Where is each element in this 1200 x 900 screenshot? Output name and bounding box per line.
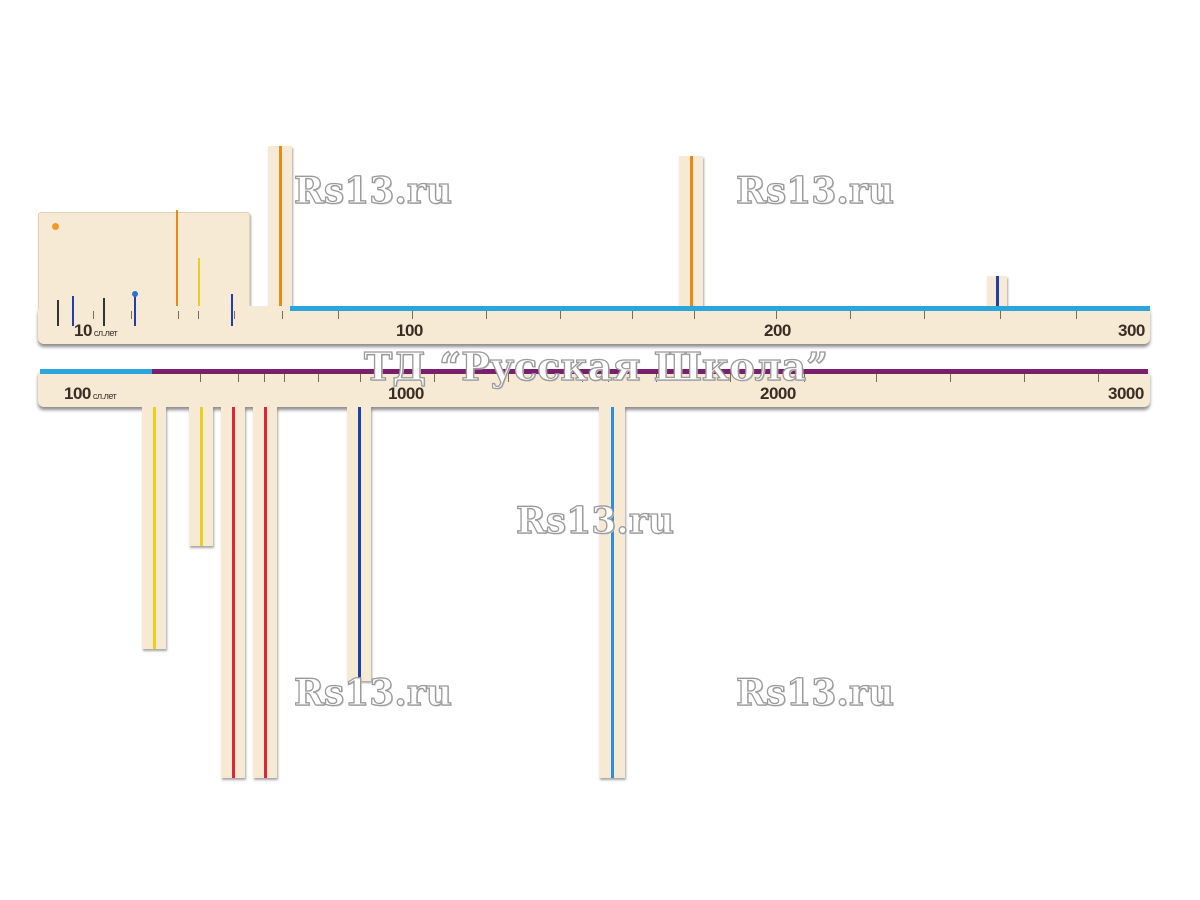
marker-blue-3 <box>231 294 233 326</box>
marker-yellow-card <box>198 258 200 308</box>
strip-yellow-2 <box>189 407 213 546</box>
strip-red-2 <box>253 407 277 778</box>
ruler-bottom-label-4: 3000 <box>1108 384 1144 403</box>
marker-blue-2 <box>132 291 138 326</box>
strip-orange-2 <box>679 156 703 308</box>
marker-dark-1 <box>57 300 59 326</box>
strip-red-1 <box>221 407 245 778</box>
watermark-site-3: Rs13.ru <box>515 499 674 542</box>
strip-orange-1 <box>268 146 292 308</box>
ruler-top-label-4: 300 <box>1118 321 1145 340</box>
watermark-site-2: Rs13.ru <box>735 169 894 212</box>
watermark-site-5: Rs13.ru <box>735 671 894 714</box>
ruler-top-label-3: 200 <box>764 321 791 340</box>
watermark-publisher: ТД “Русская Школа” <box>363 343 828 389</box>
orange-dot-icon <box>52 223 59 230</box>
paper-card <box>38 212 250 310</box>
marker-blue-1 <box>72 296 74 326</box>
marker-dark-2 <box>103 298 105 326</box>
ruler-bottom-label-3: 2000 <box>760 384 796 403</box>
ruler-top-label-2: 100 <box>396 321 423 340</box>
strip-yellow-1 <box>142 407 166 649</box>
watermark-site-4: Rs13.ru <box>293 671 452 714</box>
marker-orange-card <box>176 210 178 308</box>
strip-blue-short <box>987 276 1007 308</box>
watermark-site-1: Rs13.ru <box>293 169 452 212</box>
ruler-top-band <box>290 306 1150 311</box>
strip-blue-long <box>347 407 371 681</box>
strip-lightblue-long <box>599 407 625 778</box>
ruler-bottom-band-purple <box>152 369 1148 374</box>
ruler-bottom-band-blue <box>40 369 152 374</box>
ruler-bottom-label-2: 1000 <box>388 384 424 403</box>
